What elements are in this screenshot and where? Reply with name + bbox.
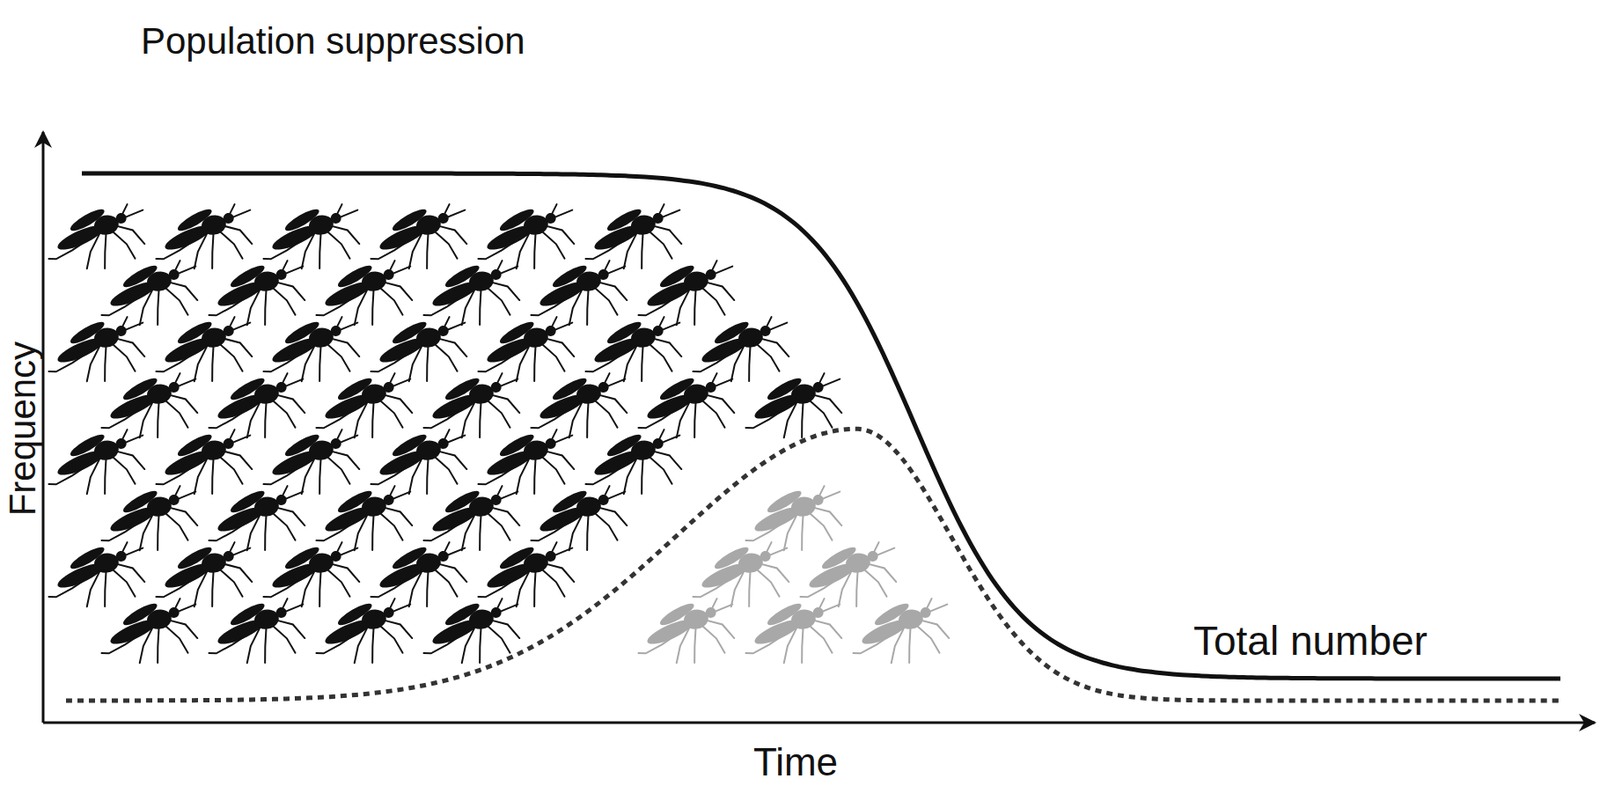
mosquito-icon: [40, 309, 154, 392]
mosquito-icon: [577, 422, 690, 505]
mosquito-icon: [147, 535, 261, 617]
mosquito-icon: [737, 591, 851, 674]
mosquito-icon: [255, 422, 368, 505]
mosquito-icon: [469, 197, 583, 279]
mosquito-icon: [415, 253, 529, 336]
mosquito-icon: [362, 422, 476, 505]
mosquito-icon: [255, 197, 368, 279]
mosquito-icon: [40, 197, 154, 279]
axis-label: Frequency: [2, 341, 44, 516]
mosquito-icon: [200, 478, 314, 561]
mosquito-icon: [630, 253, 743, 336]
mosquito-icon: [577, 197, 690, 279]
mosquito-icon: [522, 366, 636, 448]
axis-label: Time: [753, 741, 838, 784]
mosquito-icon: [93, 478, 206, 561]
mosquito-icon: [200, 366, 314, 448]
mosquito-icon: [630, 366, 743, 448]
mosquito-icon: [630, 591, 743, 674]
mosquito-icon: [200, 591, 314, 674]
mosquito-icon: [200, 253, 314, 336]
total-count-curve: [81, 173, 1561, 679]
mosquito-icon: [147, 309, 261, 392]
mosquito-icon: [415, 591, 529, 674]
mosquito-icon: [469, 535, 583, 617]
mosquito-icon: [792, 535, 905, 617]
mosquito-icon: [522, 253, 636, 336]
mosquito-icon: [362, 197, 476, 279]
mosquito-icon: [577, 309, 690, 392]
mosquito-icon: [844, 591, 958, 674]
mosquito-icon: [308, 366, 421, 448]
mosquito-icon: [469, 309, 583, 392]
mosquito-icon: [147, 422, 261, 505]
mosquito-icon: [469, 422, 583, 505]
mosquito-icon: [362, 309, 476, 392]
mosquito-icon: [415, 366, 529, 448]
mosquito-icon: [737, 478, 851, 561]
mosquito-icon: [684, 309, 798, 392]
mosquito-icon: [415, 478, 529, 561]
mosquito-icon: [40, 422, 154, 505]
mosquito-icon: [308, 253, 421, 336]
curve-label: Total number: [1193, 618, 1428, 664]
mosquito-icon: [255, 309, 368, 392]
modified-count-curve: [66, 428, 1563, 701]
mosquito-icon: [40, 535, 154, 617]
mosquito-icon: [308, 591, 421, 674]
mosquito-icon: [522, 478, 636, 561]
mosquito-icon: [362, 535, 476, 617]
mosquito-icon: [308, 478, 421, 561]
x-axis: [43, 721, 1595, 725]
mosquito-icon: [737, 366, 851, 448]
mosquito-icon: [147, 197, 261, 279]
mosquito-group: [40, 197, 958, 674]
mosquito-icon: [93, 366, 206, 448]
mosquito-icon: [255, 535, 368, 617]
mosquito-icon: [93, 253, 206, 336]
mosquito-icon: [684, 535, 798, 617]
chart-title: Population suppression: [140, 21, 526, 62]
mosquito-icon: [93, 591, 206, 674]
